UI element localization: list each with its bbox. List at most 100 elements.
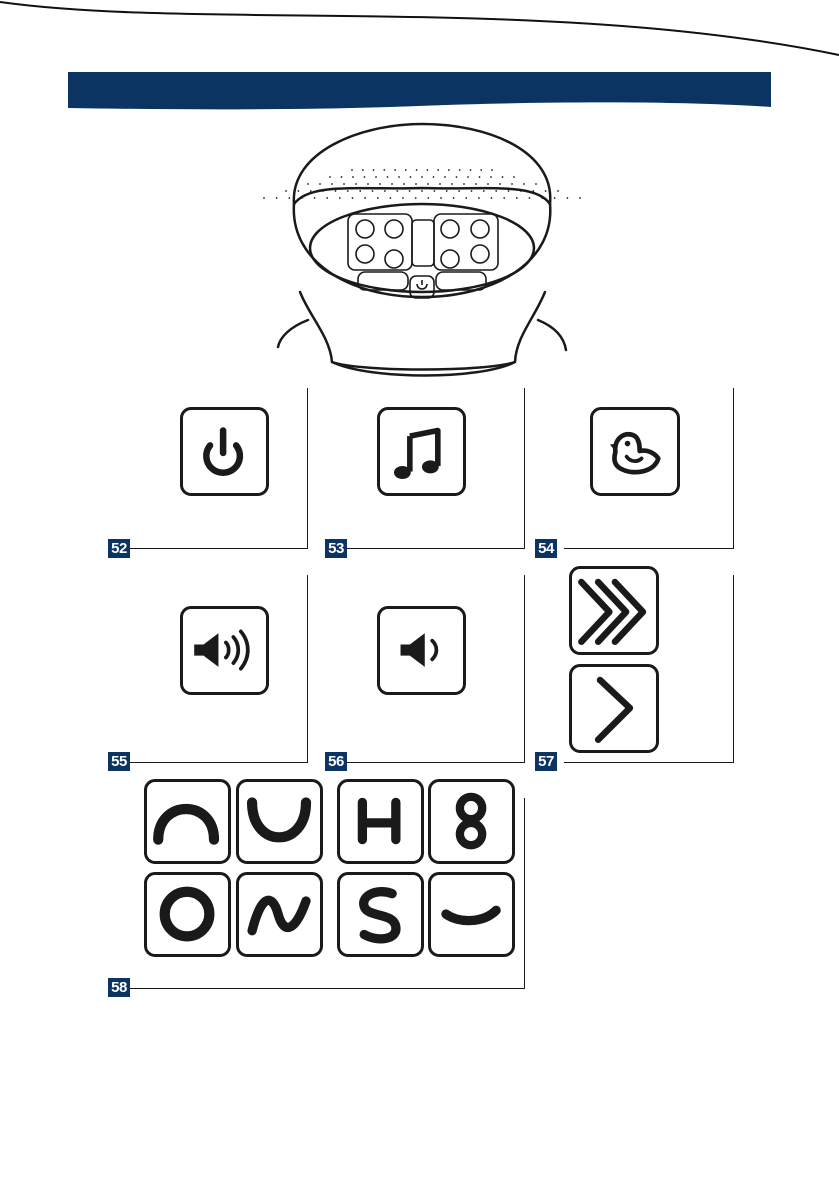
- speaker-dot: [520, 190, 522, 192]
- speaker-dot: [448, 169, 450, 171]
- volume-down-button[interactable]: [377, 606, 466, 695]
- speaker-dot: [383, 169, 385, 171]
- speaker-dot: [263, 197, 265, 199]
- speaker-dot: [410, 176, 412, 178]
- speaker-dot: [444, 176, 446, 178]
- speaker-dot: [483, 190, 485, 192]
- speaker-dot: [487, 183, 489, 185]
- speaker-dot: [427, 169, 429, 171]
- shape-button-circle[interactable]: [144, 872, 231, 957]
- device-illustration: [270, 122, 575, 380]
- circle-icon: [147, 875, 228, 954]
- wave-icon: [239, 875, 320, 954]
- speaker-dot: [439, 183, 441, 185]
- speaker-dot: [446, 190, 448, 192]
- h-shape-icon: [340, 782, 421, 861]
- figure-number: 57: [535, 752, 557, 771]
- speaker-dot: [437, 169, 439, 171]
- speaker-dot: [475, 183, 477, 185]
- speaker-dot: [394, 169, 396, 171]
- speaker-dot: [508, 190, 510, 192]
- speaker-dot: [503, 197, 505, 199]
- shape-button-flat-curve[interactable]: [428, 872, 515, 957]
- speaker-dot: [387, 176, 389, 178]
- speaker-dot: [453, 197, 455, 199]
- speaker-dot: [502, 176, 504, 178]
- speaker-dot: [421, 176, 423, 178]
- speaker-dot: [310, 190, 312, 192]
- speaker-dot: [513, 176, 515, 178]
- speaker-dot: [359, 190, 361, 192]
- speaker-dot: [434, 190, 436, 192]
- music-button[interactable]: [377, 407, 466, 496]
- next-button[interactable]: [569, 664, 659, 753]
- speaker-dot: [567, 197, 569, 199]
- speaker-dot: [402, 197, 404, 199]
- arch-icon: [147, 782, 228, 861]
- speaker-dot: [341, 176, 343, 178]
- speaker-dot: [415, 197, 417, 199]
- figure-eight-icon: [431, 782, 512, 861]
- speaker-dot: [427, 183, 429, 185]
- speaker-dot: [375, 176, 377, 178]
- speaker-dot: [451, 183, 453, 185]
- speaker-dot: [554, 197, 556, 199]
- page-cut-line: [0, 0, 839, 60]
- speaker-dot: [463, 183, 465, 185]
- speaker-dot: [511, 183, 513, 185]
- speaker-dot: [491, 197, 493, 199]
- speaker-dot: [456, 176, 458, 178]
- volume-down-icon: [380, 609, 463, 692]
- shape-button-s[interactable]: [337, 872, 424, 957]
- shape-button-arch[interactable]: [144, 779, 231, 864]
- speaker-dot: [355, 183, 357, 185]
- speaker-dot: [557, 190, 559, 192]
- speaker-dot: [390, 197, 392, 199]
- speaker-dot: [364, 197, 366, 199]
- speaker-dot: [459, 169, 461, 171]
- speaker-dot: [329, 176, 331, 178]
- speaker-dot: [427, 197, 429, 199]
- speaker-dot: [579, 197, 581, 199]
- speaker-dot: [465, 197, 467, 199]
- header-banner: [68, 72, 771, 112]
- speaker-dot: [398, 176, 400, 178]
- speaker-dot: [490, 176, 492, 178]
- speaker-dot: [495, 190, 497, 192]
- speaker-dot: [307, 183, 309, 185]
- speaker-dot: [403, 183, 405, 185]
- shape-button-eight[interactable]: [428, 779, 515, 864]
- speaker-dot: [377, 197, 379, 199]
- fast-forward-button[interactable]: [569, 566, 659, 655]
- speaker-dot: [409, 190, 411, 192]
- flat-curve-icon: [431, 875, 512, 954]
- speaker-dot: [298, 190, 300, 192]
- shape-button-u-curve[interactable]: [236, 779, 323, 864]
- speaker-dot: [319, 183, 321, 185]
- shape-button-wave[interactable]: [236, 872, 323, 957]
- speaker-dot: [285, 190, 287, 192]
- speaker-dot: [396, 190, 398, 192]
- speaker-dot: [379, 183, 381, 185]
- speaker-dot: [343, 183, 345, 185]
- single-chevron-icon: [572, 667, 656, 750]
- shape-button-h[interactable]: [337, 779, 424, 864]
- speaker-dot: [541, 197, 543, 199]
- speaker-dot: [416, 169, 418, 171]
- speaker-dot: [367, 183, 369, 185]
- bird-button[interactable]: [590, 407, 680, 496]
- speaker-dot: [480, 169, 482, 171]
- speaker-dot: [352, 176, 354, 178]
- power-button[interactable]: [180, 407, 269, 496]
- volume-up-button[interactable]: [180, 606, 269, 695]
- speaker-dot: [314, 197, 316, 199]
- speaker-dot: [339, 197, 341, 199]
- speaker-dot: [532, 190, 534, 192]
- speaker-dot: [373, 169, 375, 171]
- speaker-dot: [479, 176, 481, 178]
- volume-up-icon: [183, 609, 266, 692]
- u-curve-icon: [239, 782, 320, 861]
- music-note-icon: [380, 410, 463, 493]
- speaker-dot: [364, 176, 366, 178]
- speaker-dot: [301, 197, 303, 199]
